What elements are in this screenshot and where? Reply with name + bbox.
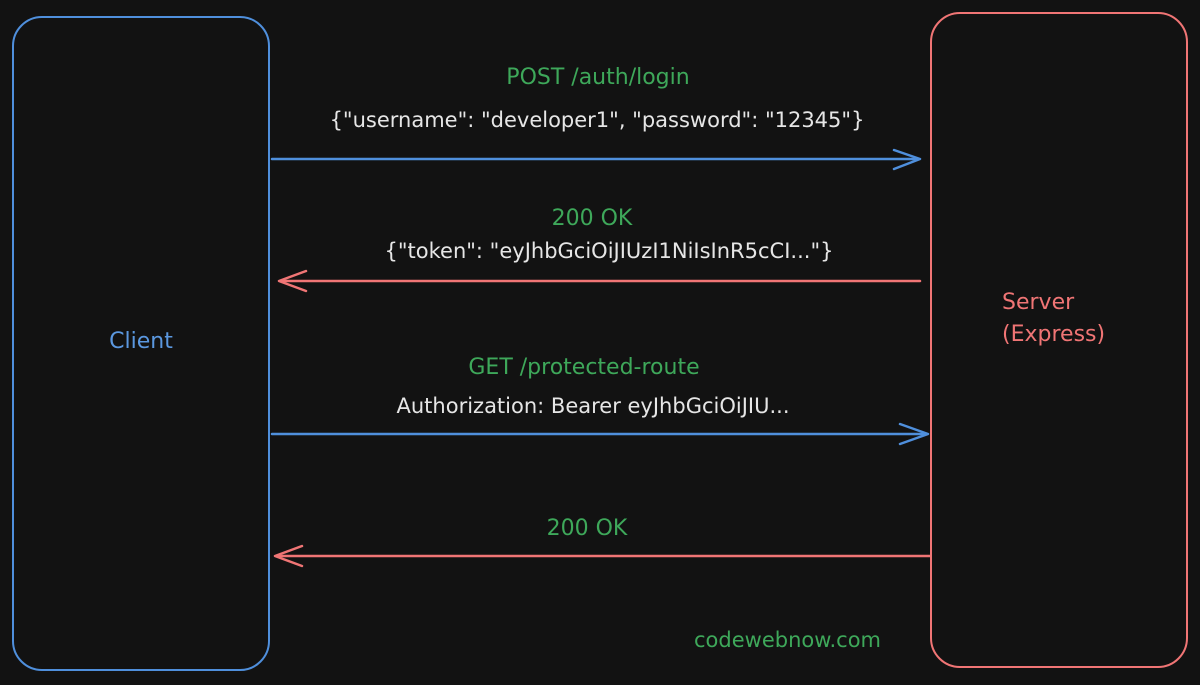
message-3-title: GET /protected-route (468, 355, 700, 380)
server-box (930, 12, 1188, 668)
message-2-body: {"token": "eyJhbGciOiJIUzI1NiIsInR5cCI..… (384, 239, 834, 263)
arrow-protected-response (273, 544, 932, 568)
arrow-token-response (277, 269, 922, 293)
arrow-post-login (270, 148, 922, 171)
message-4-title: 200 OK (546, 516, 628, 541)
client-box: Client (12, 16, 270, 671)
message-1-title: POST /auth/login (506, 65, 690, 90)
watermark-text: codewebnow.com (694, 628, 882, 652)
message-1-body: {"username": "developer1", "password": "… (329, 108, 865, 132)
server-label-line-1: Server (1002, 290, 1075, 315)
message-2-title: 200 OK (551, 206, 633, 231)
message-3-body: Authorization: Bearer eyJhbGciOiJIU... (396, 394, 790, 418)
arrow-get-protected (270, 422, 930, 446)
server-label: Server (Express) (1002, 287, 1105, 351)
client-label: Client (109, 329, 173, 354)
server-label-line-2: (Express) (1002, 322, 1106, 347)
